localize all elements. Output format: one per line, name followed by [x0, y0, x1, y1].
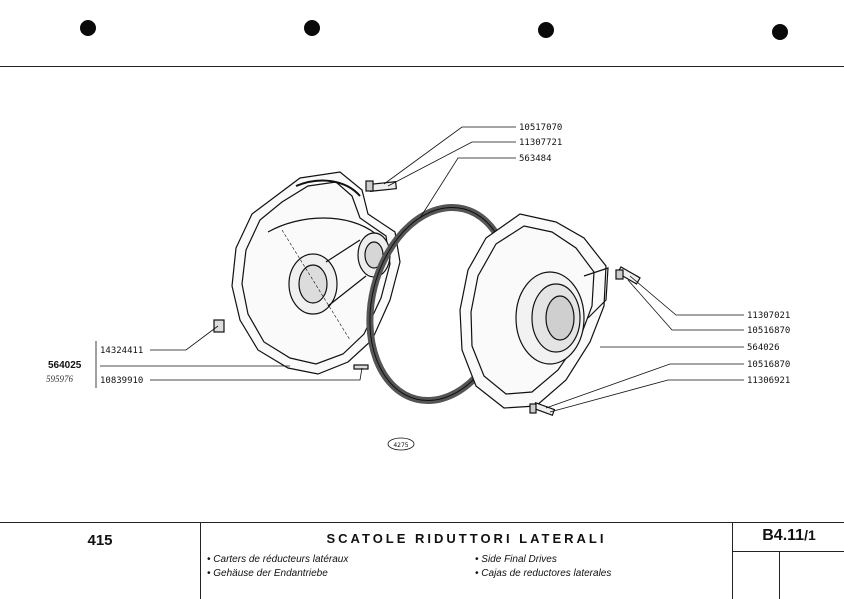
- part-number-label: 11307721: [519, 138, 562, 148]
- part-number-label: 14324411: [100, 346, 143, 356]
- pin-drawing: [353, 364, 369, 370]
- header-rule: [0, 66, 844, 67]
- subtitle-fr: • Carters de réducteurs latéraux: [207, 554, 349, 565]
- punch-hole-3: [538, 22, 554, 38]
- code-divider: [733, 551, 844, 552]
- drawing-id-oval: [387, 437, 415, 451]
- part-number-label: 564025: [48, 360, 82, 371]
- exploded-parts-diagram: 10517070 11307721 563484 11307021 105168…: [46, 123, 790, 451]
- part-number-label: 564026: [747, 343, 780, 353]
- subtitle-en: • Side Final Drives: [475, 554, 557, 565]
- drawing-id: 4275: [393, 442, 408, 449]
- plug-drawing: [213, 319, 225, 333]
- punch-hole-2: [304, 20, 320, 36]
- section-sub: /1: [804, 527, 816, 543]
- title-block: 415 SCATOLE RIDUTTORI LATERALI • Carters…: [0, 522, 844, 599]
- section-code: B4.11/1: [762, 527, 816, 544]
- bolt-top-drawing: [365, 180, 398, 192]
- right-cover-drawing: [459, 213, 609, 409]
- subtitle-de: • Gehäuse der Endantriebe: [207, 568, 328, 579]
- part-number-label: 11306921: [747, 376, 790, 386]
- section-code-box: B4.11/1: [732, 523, 844, 599]
- code-vertical-divider: [779, 551, 780, 599]
- page-number: 415: [0, 523, 201, 599]
- punch-hole-1: [80, 20, 96, 36]
- title-area: SCATOLE RIDUTTORI LATERALI • Carters de …: [201, 523, 732, 599]
- punch-hole-4: [772, 24, 788, 40]
- part-number-label: 10517070: [519, 123, 562, 133]
- part-number-label: 11307021: [747, 311, 790, 321]
- part-number-label: 10516870: [747, 360, 790, 370]
- part-number-label: 563484: [519, 154, 552, 164]
- subtitle-es: • Cajas de reductores laterales: [475, 568, 612, 579]
- page-title: SCATOLE RIDUTTORI LATERALI: [326, 531, 607, 546]
- bolt-lower-drawing: [529, 401, 556, 417]
- part-number-label: 595976: [46, 374, 74, 384]
- part-number-label: 10516870: [747, 326, 790, 336]
- part-number-label: 10839910: [100, 376, 143, 386]
- left-housing-drawing: [231, 171, 401, 375]
